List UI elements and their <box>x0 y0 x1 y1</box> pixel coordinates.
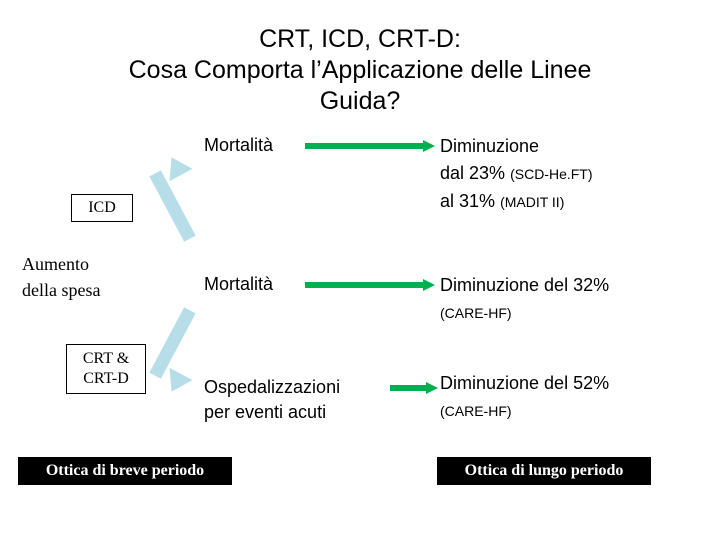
arrow-up-shaft <box>149 170 196 242</box>
crt-box-line-1: CRT & <box>82 350 130 367</box>
crt-crtd-box: CRT & CRT-D <box>66 344 146 394</box>
outcome-1-value-to: al 31% <box>440 191 496 211</box>
arrow-right-shaft-2 <box>305 282 423 288</box>
hospitalization-label: Ospedalizzazioni per eventi acuti <box>204 375 340 425</box>
arrow-right-head-1 <box>423 140 435 152</box>
outcome-2-trial: (CARE-HF) <box>440 305 512 321</box>
arrow-down-shaft <box>149 307 196 379</box>
title-line-3: Guida? <box>319 87 401 115</box>
outcome-3-main: Diminuzione del 52% <box>440 373 610 393</box>
outcome-1-line-2: dal 23% (SCD-He.FT) <box>440 160 593 188</box>
hospitalization-line-1: Ospedalizzazioni <box>204 377 341 397</box>
outcome-block-1: Diminuzione dal 23% (SCD-He.FT) al 31% (… <box>440 133 593 216</box>
title-line-2: Cosa Comporta l’Applicazione delle Linee <box>128 56 592 84</box>
mortality-label-1: Mortalità <box>204 135 274 155</box>
arrow-right-head-3 <box>426 382 438 394</box>
long-term-banner: Ottica di lungo periodo <box>437 457 651 485</box>
outcome-3-trial: (CARE-HF) <box>440 403 512 419</box>
arrow-right-head-2 <box>423 279 435 291</box>
mortality-label-2: Mortalità <box>204 274 274 294</box>
arrow-up-head <box>160 151 193 182</box>
outcome-block-3: Diminuzione del 52% (CARE-HF) <box>440 370 609 419</box>
arrow-up-icon <box>149 151 210 242</box>
page-title: CRT, ICD, CRT-D: Cosa Comporta l’Applica… <box>0 24 720 117</box>
icd-box-label: ICD <box>88 199 116 216</box>
cost-increase-line-2: della spesa <box>22 280 101 300</box>
outcome-2-main: Diminuzione del 32% <box>440 275 610 295</box>
outcome-1-value-from: dal 23% <box>440 163 506 183</box>
cost-increase-line-1: Aumento <box>22 254 89 274</box>
title-line-1: CRT, ICD, CRT-D: <box>259 25 461 53</box>
arrow-right-shaft-1 <box>305 143 423 149</box>
arrow-right-shaft-3 <box>390 385 426 391</box>
arrow-right-icon-3 <box>390 382 438 394</box>
outcome-1-trial-from: (SCD-He.FT) <box>510 166 593 182</box>
short-term-banner: Ottica di breve periodo <box>18 457 232 485</box>
arrow-right-icon-2 <box>305 279 435 291</box>
cost-increase-label: Aumento della spesa <box>22 251 100 303</box>
arrow-right-icon-1 <box>305 140 435 152</box>
outcome-1-trial-to: (MADIT II) <box>500 194 565 210</box>
arrow-down-icon <box>149 300 210 398</box>
long-term-banner-label: Ottica di lungo periodo <box>464 462 624 479</box>
crt-box-line-2: CRT-D <box>83 370 129 387</box>
arrow-down-head <box>160 367 193 398</box>
outcome-1-line-3: al 31% (MADIT II) <box>440 188 593 216</box>
short-term-banner-label: Ottica di breve periodo <box>45 462 205 479</box>
outcome-1-line-1: Diminuzione <box>440 136 540 156</box>
outcome-block-2: Diminuzione del 32% (CARE-HF) <box>440 272 609 321</box>
hospitalization-line-2: per eventi acuti <box>204 402 327 422</box>
icd-box: ICD <box>71 194 133 222</box>
